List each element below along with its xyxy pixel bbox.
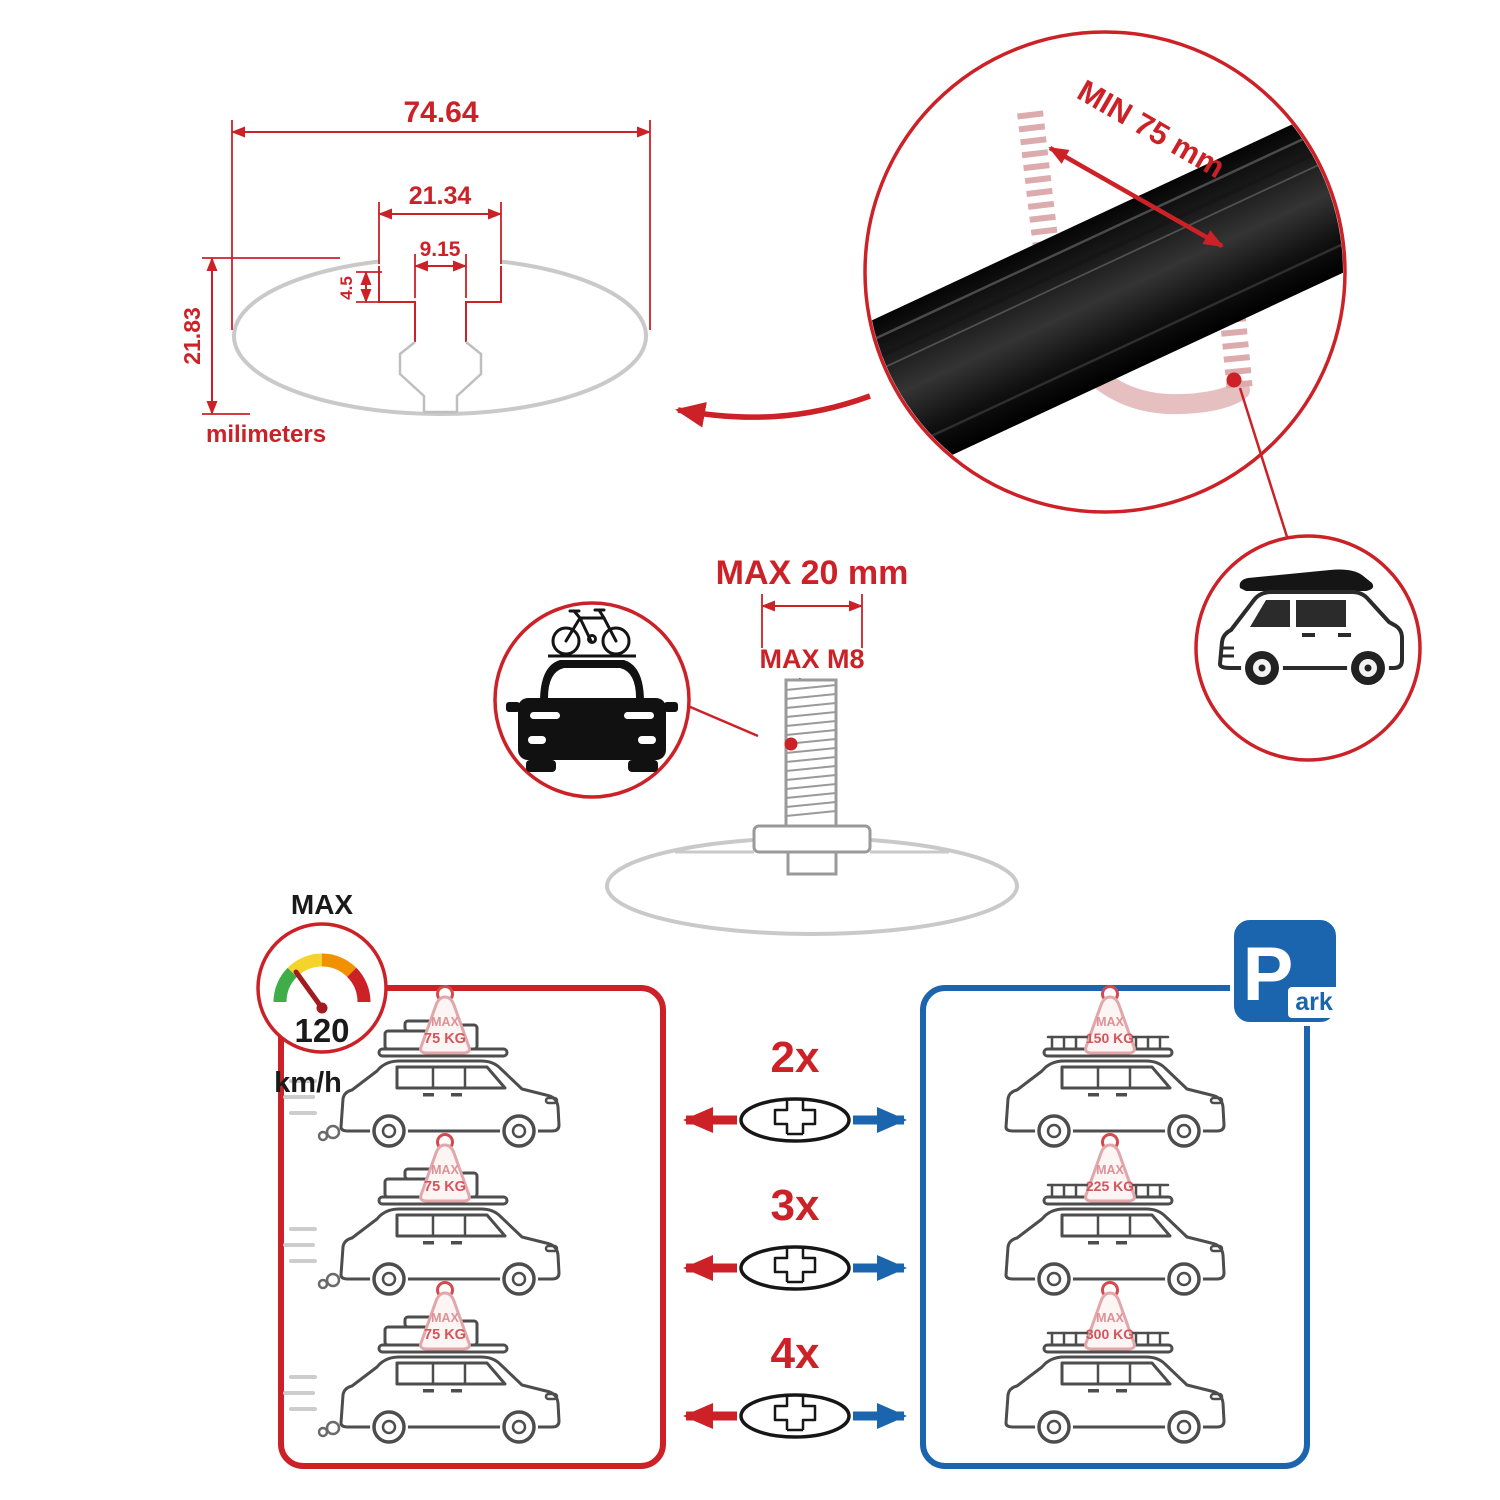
ext-lines-width — [231, 120, 651, 330]
cross-section-diagram: 74.64 21.34 9.15 4.5 21.83 milimeters — [179, 96, 651, 448]
load-max-label: MAX — [1096, 1311, 1124, 1325]
crossbar-profile-icon — [739, 1245, 851, 1291]
crossbar-profile-icon — [739, 1097, 851, 1143]
bike-icon — [551, 608, 631, 656]
dim-lip-label: 4.5 — [337, 276, 356, 300]
dim-width-label: 74.64 — [403, 96, 478, 129]
crossbar-profile-ellipse — [232, 256, 648, 416]
suv-roofbox-illustration — [1218, 569, 1404, 689]
bolt-max-thread-label: MAX M8 — [759, 644, 864, 674]
driving-row-1: MAX 75 KG — [283, 985, 559, 1151]
load-value-label: 225 KG — [1086, 1178, 1134, 1194]
parked-row-2: MAX 225 KG — [1006, 1133, 1224, 1299]
parked-loads-panel: MAX 150 KG MAX 225 KG MAX 300 KG — [1006, 985, 1224, 1447]
driving-row-2: MAX 75 KG — [283, 1133, 559, 1299]
bolt-max-width-label: MAX 20 mm — [716, 554, 909, 592]
car-front-icon — [506, 654, 678, 772]
speed-value-label: 120 — [294, 1012, 349, 1049]
connector-line-to-suv — [1238, 387, 1290, 541]
bolt-diagram: MAX 20 mm MAX M8 — [605, 554, 1019, 936]
bar-count-4x: 4x — [771, 1329, 820, 1378]
profile-channel-cavity — [398, 341, 483, 414]
load-max-label: MAX — [431, 1015, 459, 1029]
driving-loads-panel: MAX 75 KG MAX 75 KG MAX 75 KG — [283, 985, 559, 1447]
bar-count-column: 2x 3x 4x — [683, 1033, 907, 1439]
gauge-needle-icon — [293, 969, 325, 1011]
load-value-label: 300 KG — [1086, 1326, 1134, 1342]
speed-gauge: MAX 120 km/h — [256, 889, 388, 1099]
attachment-point-dot — [1226, 372, 1242, 388]
load-max-label: MAX — [1096, 1163, 1124, 1177]
load-value-label: 150 KG — [1086, 1030, 1134, 1046]
units-label: milimeters — [206, 421, 326, 448]
park-sign-chip — [1288, 987, 1340, 1018]
bolt-ext-lines — [761, 594, 863, 648]
park-sign-letter: P — [1243, 932, 1294, 1017]
load-value-label: 75 KG — [424, 1327, 466, 1343]
pointer-arrow-to-profile — [675, 393, 871, 428]
load-max-label: MAX — [431, 1163, 459, 1177]
roofbox-suv-circle — [1194, 534, 1422, 762]
profile-channel-upper — [378, 266, 502, 342]
speed-unit-label: km/h — [274, 1067, 342, 1099]
gauge-circle — [256, 922, 388, 1054]
dim-slot-inner-label: 9.15 — [420, 238, 461, 261]
crossbar-profile-icon — [739, 1393, 851, 1439]
connector-line-to-bolt — [687, 704, 759, 738]
park-sign-rest: ark — [1295, 988, 1333, 1016]
min-span-arrow — [1048, 146, 1224, 248]
driving-row-3: MAX 75 KG — [283, 1281, 559, 1447]
speed-max-label: MAX — [291, 889, 354, 920]
bike-car-circle — [493, 601, 759, 799]
load-max-label: MAX — [431, 1311, 459, 1325]
parked-row-3: MAX 300 KG — [1006, 1281, 1224, 1447]
bar-count-2x: 2x — [771, 1033, 820, 1082]
gauge-pivot — [316, 1002, 328, 1014]
bar-count-3x: 3x — [771, 1181, 820, 1230]
dim-height-label: 21.83 — [179, 307, 205, 365]
t-bolt-illustration — [752, 678, 872, 876]
ext-lines-height — [202, 257, 340, 415]
park-sign: P ark — [1230, 916, 1340, 1026]
load-value-label: 75 KG — [424, 1179, 466, 1195]
parked-row-1: MAX 150 KG — [1006, 985, 1224, 1151]
load-max-label: MAX — [1096, 1015, 1124, 1029]
dim-slot-outer-label: 21.34 — [409, 182, 472, 210]
thread-point-dot — [784, 737, 798, 751]
load-value-label: 75 KG — [424, 1031, 466, 1047]
crossbar-detail-circle: MIN 75 mm — [675, 30, 1347, 541]
